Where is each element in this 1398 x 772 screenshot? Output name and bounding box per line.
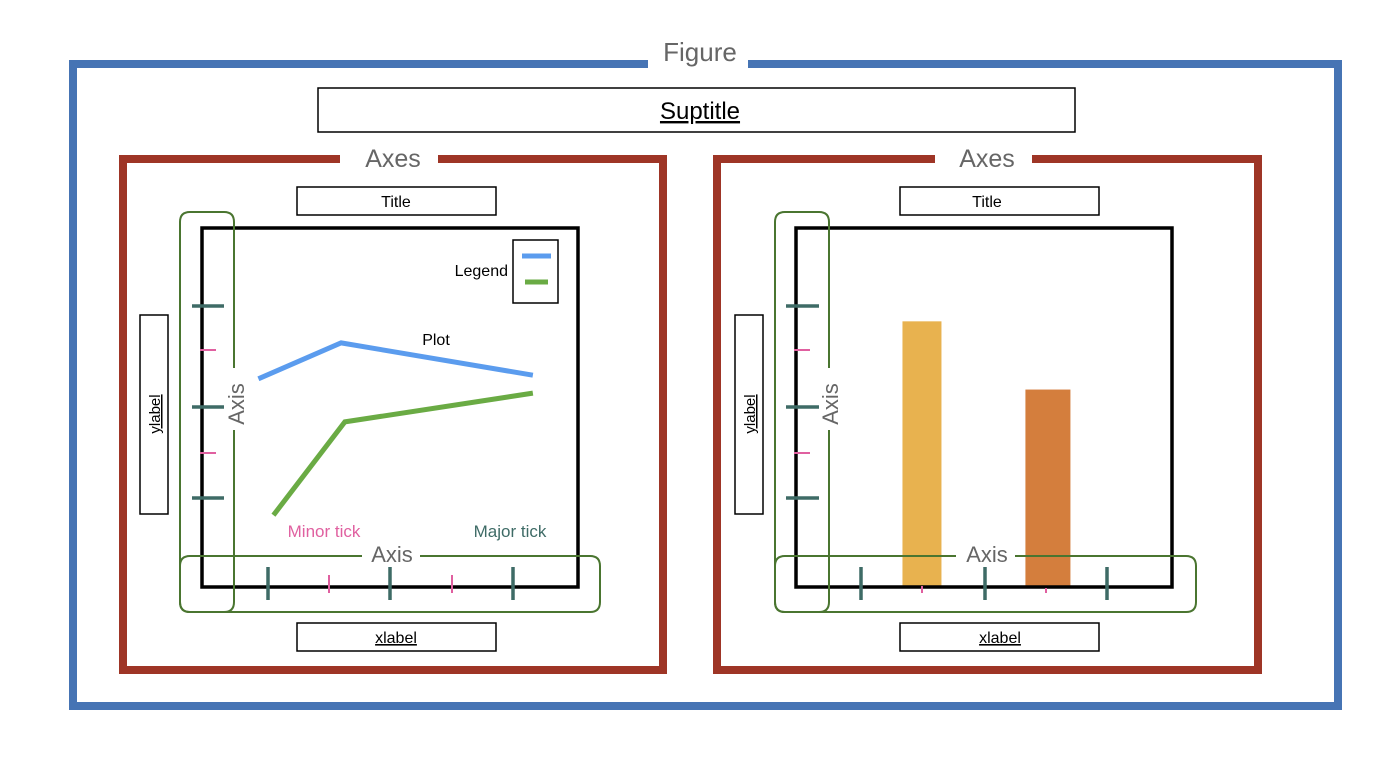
ylabel-box: [734, 314, 764, 515]
bar-series-group: [902, 321, 1071, 587]
y-axis-box: [179, 211, 235, 613]
figure: Figure Suptitle: [69, 37, 1342, 710]
major-tick-label: Major tick: [474, 522, 547, 541]
axes-label: Axes: [365, 145, 421, 173]
x-axis-box: [774, 555, 1197, 613]
x-axis-box: [179, 555, 601, 613]
axes-left: Axes Title ylabel xlabel Axis Axis: [119, 145, 667, 674]
y-axis-label: Axis: [818, 383, 843, 425]
axes-label: Axes: [959, 145, 1015, 173]
x-ticks: [266, 567, 515, 600]
xlabel-box: [296, 622, 497, 652]
figure-border: [69, 60, 1342, 710]
line-series-group: [257, 340, 534, 517]
line-series-2: [271, 390, 534, 517]
x-ticks: [859, 567, 1109, 600]
title-box: [899, 186, 1100, 216]
y-axis-box: [774, 211, 830, 613]
legend-box: [512, 239, 559, 304]
xlabel-box: [899, 622, 1100, 652]
axes-border: [713, 155, 1262, 674]
axes-title: Title: [381, 194, 411, 211]
line-series-1: [257, 340, 534, 382]
ylabel: ylabel: [742, 394, 759, 433]
xlabel: xlabel: [979, 630, 1021, 647]
y-axis-label: Axis: [224, 383, 249, 425]
y-ticks: [786, 304, 819, 500]
figure-label: Figure: [663, 37, 737, 67]
axes-border: [119, 155, 667, 674]
axes-title: Title: [972, 194, 1002, 211]
y-ticks: [192, 304, 224, 500]
minor-tick-label: Minor tick: [288, 522, 361, 541]
x-axis-label: Axis: [371, 542, 413, 567]
legend-label: Legend: [455, 263, 508, 280]
plot-area: [794, 226, 1174, 589]
ylabel-box: [139, 314, 169, 515]
suptitle-box: [317, 87, 1076, 133]
bar-1: [902, 321, 942, 587]
bar-2: [1025, 389, 1071, 587]
ylabel: ylabel: [147, 394, 164, 433]
axes-right: Axes Title ylabel xlabel Axis Axis: [713, 145, 1262, 674]
plot-label: Plot: [422, 332, 450, 349]
title-box: [296, 186, 497, 216]
suptitle: Suptitle: [660, 98, 740, 125]
x-axis-label: Axis: [966, 542, 1008, 567]
xlabel: xlabel: [375, 630, 417, 647]
